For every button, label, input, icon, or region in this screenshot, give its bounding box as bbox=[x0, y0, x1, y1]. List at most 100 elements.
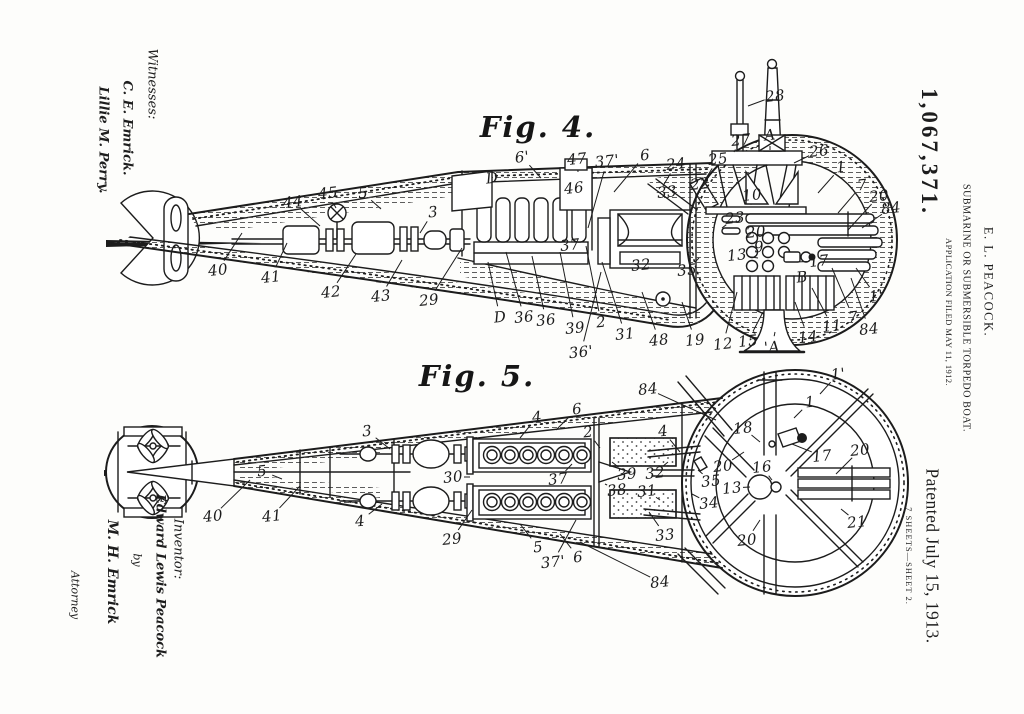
leader-line bbox=[604, 483, 608, 486]
part-label-fig4: 36' bbox=[567, 341, 595, 363]
part-label-fig5: 5 bbox=[256, 461, 268, 481]
leader-line bbox=[648, 511, 660, 527]
leader-line bbox=[752, 311, 764, 332]
part-label-fig4: 3 bbox=[427, 202, 439, 222]
leader-line bbox=[300, 208, 321, 227]
leader-line bbox=[662, 173, 671, 187]
part-label-fig5: 20 bbox=[849, 440, 871, 460]
part-label-fig4: 26 bbox=[808, 141, 830, 161]
leader-line bbox=[793, 155, 810, 164]
witness-signature-2: Lillie M. Perry. bbox=[95, 86, 111, 194]
part-label-fig4: 7 bbox=[856, 175, 868, 195]
part-label-fig5: 4 bbox=[354, 511, 366, 531]
leader-line bbox=[791, 443, 812, 453]
sheet-number: 7 SHEETS—SHEET 2. bbox=[904, 507, 914, 605]
leader-line bbox=[555, 416, 570, 431]
leader-line bbox=[557, 519, 577, 553]
leader-line bbox=[721, 224, 727, 229]
part-label-fig4: 43 bbox=[370, 286, 392, 306]
part-label-fig4: 14 bbox=[797, 327, 819, 347]
by-label: by bbox=[130, 553, 144, 567]
leader-line bbox=[594, 440, 601, 449]
part-label-fig4: A bbox=[763, 125, 777, 145]
leader-line bbox=[585, 245, 600, 312]
part-label-fig4: 36 bbox=[513, 307, 535, 327]
part-label-fig5: 84 bbox=[649, 572, 671, 592]
leader-line bbox=[669, 439, 681, 453]
part-label-fig4: 19 bbox=[684, 330, 706, 350]
leader-line bbox=[819, 381, 832, 395]
leader-line bbox=[370, 199, 382, 210]
leader-line bbox=[837, 193, 856, 214]
part-label-fig5: 37' bbox=[539, 551, 567, 573]
leader-line bbox=[795, 260, 809, 263]
leader-line bbox=[681, 301, 692, 330]
leader-line bbox=[747, 256, 759, 259]
fig4-drawing bbox=[106, 58, 898, 354]
leader-line bbox=[519, 523, 532, 539]
leader-line bbox=[559, 251, 574, 318]
leader-line bbox=[386, 259, 403, 287]
fig5-drawing bbox=[104, 369, 909, 597]
part-label-fig4: 25 bbox=[707, 149, 729, 169]
part-label-fig4: 6 bbox=[639, 145, 651, 165]
leader-line bbox=[850, 277, 866, 319]
part-label-fig5: 35 bbox=[700, 471, 722, 491]
witness-signature-1: C. E. Emrick. bbox=[119, 80, 135, 176]
part-label-fig5: 1' bbox=[829, 364, 847, 384]
part-label-fig4: 27 bbox=[730, 130, 752, 150]
leader-line bbox=[847, 203, 872, 231]
part-label-fig4: 39 bbox=[564, 318, 586, 338]
leader-line bbox=[655, 496, 661, 501]
part-label-fig5: 6 bbox=[572, 547, 584, 567]
part-label-fig4: 37' bbox=[593, 150, 621, 172]
leader-line bbox=[505, 251, 522, 307]
leader-line bbox=[223, 232, 243, 262]
part-label-fig4: 5 bbox=[357, 183, 369, 203]
part-label-fig4: 15 bbox=[737, 331, 759, 351]
patented-date: Patented July 15, 1913. bbox=[922, 468, 943, 644]
inventor-name-heading: E. L. PEACOCK. bbox=[981, 226, 996, 338]
part-label-fig4: 32 bbox=[630, 255, 652, 275]
fig4-caption: Fig. 4. bbox=[479, 110, 597, 144]
leader-line bbox=[279, 485, 301, 509]
leader-line bbox=[220, 479, 251, 509]
leader-line bbox=[587, 171, 605, 229]
part-label-fig5: 32 bbox=[644, 463, 666, 483]
leader-line bbox=[272, 474, 283, 480]
leader-line bbox=[691, 493, 700, 499]
leader-line bbox=[731, 451, 745, 461]
leader-line bbox=[793, 409, 803, 419]
part-label-fig5: 29 bbox=[441, 529, 463, 549]
part-label-fig4: 7 bbox=[847, 307, 859, 327]
part-label-fig4: 36 bbox=[535, 310, 557, 330]
part-label-fig5: 1 bbox=[804, 392, 816, 412]
attorney-label: Attorney bbox=[68, 570, 82, 620]
leader-line bbox=[663, 461, 669, 467]
part-label-fig5: 20 bbox=[736, 530, 758, 550]
leader-line bbox=[835, 457, 853, 475]
leader-line bbox=[697, 469, 703, 475]
leader-line bbox=[457, 509, 473, 531]
leader-line bbox=[840, 508, 849, 516]
leader-line bbox=[559, 533, 572, 549]
part-label-fig4: 46 bbox=[563, 178, 585, 198]
leader-line bbox=[855, 267, 871, 288]
part-label-fig4: 12 bbox=[712, 334, 734, 354]
leader-line bbox=[601, 261, 623, 324]
part-label-fig5: 13 bbox=[721, 478, 743, 498]
leader-line bbox=[613, 163, 639, 193]
attorney-signature: M. H. Emrick bbox=[104, 519, 120, 625]
leader-line bbox=[794, 301, 805, 327]
leader-line bbox=[275, 242, 288, 268]
part-label-fig5: 31 bbox=[636, 481, 658, 501]
leader-line bbox=[419, 221, 428, 234]
part-label-fig5: 4 bbox=[531, 407, 543, 427]
part-label-fig4: 84 bbox=[858, 319, 880, 339]
fig5-caption: Fig. 5. bbox=[418, 359, 536, 393]
leader-line bbox=[611, 461, 619, 468]
part-label-fig4: 2 bbox=[595, 312, 607, 332]
leader-line bbox=[733, 149, 736, 153]
part-label-fig4: 42 bbox=[320, 282, 342, 302]
